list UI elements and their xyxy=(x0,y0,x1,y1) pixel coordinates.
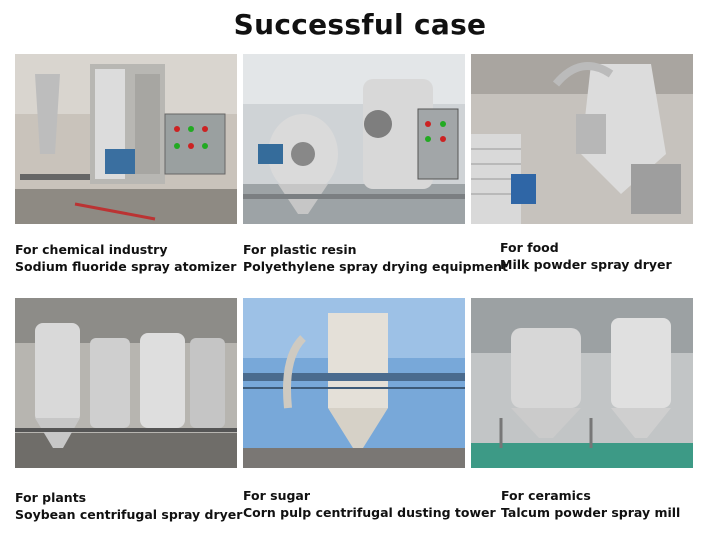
case-product: Polyethylene spray drying equipment xyxy=(243,259,508,274)
case-category: For plastic resin xyxy=(243,242,357,257)
case-category: For chemical industry xyxy=(15,242,168,257)
case-product: Corn pulp centrifugal dusting tower xyxy=(243,505,496,520)
case-product: Talcum powder spray mill xyxy=(501,505,681,520)
case-photo-chemical xyxy=(15,54,237,224)
case-category: For plants xyxy=(15,490,87,505)
case-category: For ceramics xyxy=(501,488,591,503)
case-product: Soybean centrifugal spray dryer xyxy=(15,507,243,522)
case-photo-food xyxy=(471,54,693,224)
case-product: Milk powder spray dryer xyxy=(500,257,672,272)
case-photo-plastic xyxy=(243,54,465,224)
case-caption-food: For food Milk powder spray dryer xyxy=(500,239,672,273)
case-category: For food xyxy=(500,240,559,255)
case-caption-plastic: For plastic resin Polyethylene spray dry… xyxy=(243,241,508,275)
case-caption-plants: For plants Soybean centrifugal spray dry… xyxy=(15,489,242,523)
page-title: Successful case xyxy=(233,8,487,41)
case-photo-ceramics xyxy=(471,298,693,468)
case-caption-sugar: For sugar Corn pulp centrifugal dusting … xyxy=(243,487,496,521)
case-photo-sugar xyxy=(243,298,465,468)
case-caption-chemical: For chemical industry Sodium fluoride sp… xyxy=(15,241,236,275)
case-product: Sodium fluoride spray atomizer xyxy=(15,259,237,274)
case-category: For sugar xyxy=(243,488,311,503)
case-caption-ceramics: For ceramics Talcum powder spray mill xyxy=(501,487,680,521)
case-photo-plants xyxy=(15,298,237,468)
